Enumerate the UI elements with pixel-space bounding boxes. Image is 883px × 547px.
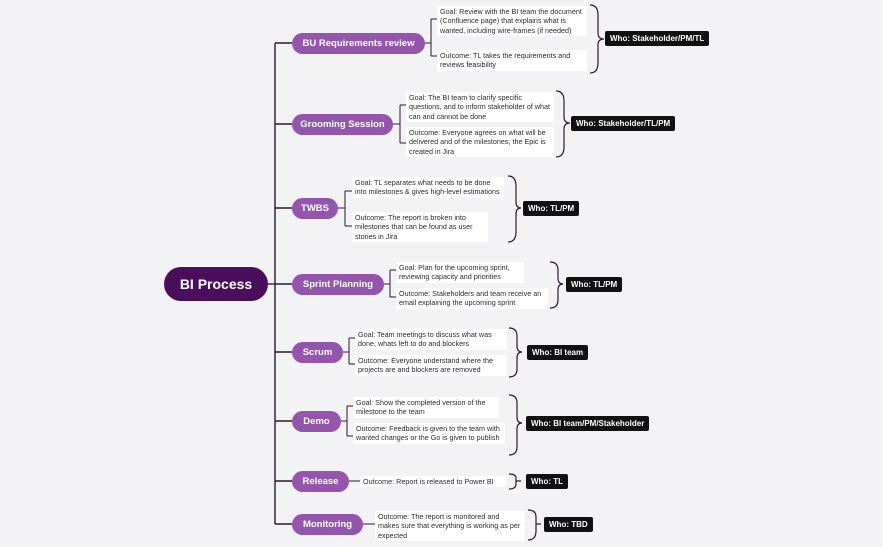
goal-note: Goal: Team meetings to discuss what was … bbox=[355, 329, 507, 350]
goal-note: Goal: The BI team to clarify specific qu… bbox=[406, 92, 554, 123]
who-badge: Who: TBD bbox=[544, 517, 593, 532]
outcome-note: Outcome: The report is monitored and mak… bbox=[375, 511, 525, 542]
goal-note: Goal: Show the completed version of the … bbox=[353, 397, 499, 418]
outcome-note: Outcome: TL takes the requirements and r… bbox=[437, 50, 587, 71]
who-badge: Who: BI team/PM/Stakeholder bbox=[526, 416, 650, 431]
goal-note: Goal: Plan for the upcoming sprint, revi… bbox=[396, 262, 524, 283]
outcome-note: Outcome: Feedback is given to the team w… bbox=[353, 423, 505, 444]
outcome-note: Outcome: Report is released to Power BI bbox=[360, 476, 506, 488]
who-badge: Who: TL/PM bbox=[566, 277, 623, 292]
who-badge: Who: Stakeholder/TL/PM bbox=[571, 116, 676, 131]
goal-note: Goal: Review with the BI team the docume… bbox=[437, 6, 587, 37]
who-badge: Who: TL bbox=[526, 474, 568, 489]
goal-note: Goal: TL separates what needs to be done… bbox=[352, 177, 504, 198]
stage-node-monitoring[interactable]: Monitoring bbox=[292, 514, 363, 535]
stage-node-grooming-session[interactable]: Grooming Session bbox=[292, 114, 393, 135]
stage-node-bu-requirements-review[interactable]: BU Requirements review bbox=[292, 33, 425, 54]
stage-node-sprint-planning[interactable]: Sprint Planning bbox=[292, 274, 384, 295]
who-badge: Who: TL/PM bbox=[523, 201, 580, 216]
stage-node-twbs[interactable]: TWBS bbox=[292, 198, 338, 219]
outcome-note: Outcome: Stakeholders and team receive a… bbox=[396, 288, 548, 309]
outcome-note: Outcome: Everyone understand where the p… bbox=[355, 355, 507, 376]
who-badge: Who: Stakeholder/PM/TL bbox=[605, 31, 710, 46]
who-badge: Who: BI team bbox=[527, 345, 589, 360]
stage-node-scrum[interactable]: Scrum bbox=[292, 342, 343, 363]
outcome-note: Outcome: Everyone agrees on what will be… bbox=[406, 127, 554, 158]
stage-node-release[interactable]: Release bbox=[292, 471, 349, 492]
stage-node-demo[interactable]: Demo bbox=[292, 411, 341, 432]
root-node[interactable]: BI Process bbox=[164, 267, 268, 301]
outcome-note: Outcome: The report is broken into miles… bbox=[352, 212, 488, 243]
